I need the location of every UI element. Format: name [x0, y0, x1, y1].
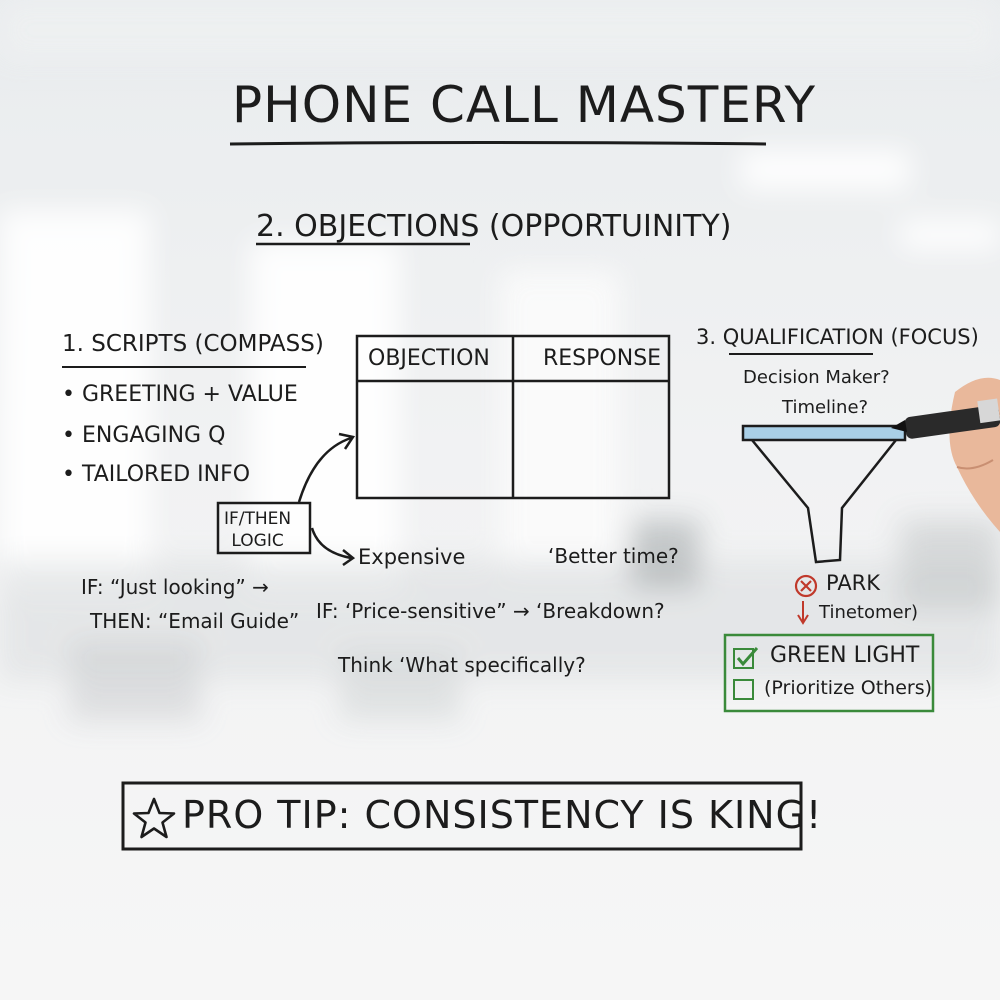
park-note: Tinetomer) [819, 602, 919, 623]
pro-tip-text: PRO TIP: CONSISTENCY IS KING! [182, 793, 823, 837]
table-header-response: RESPONSE [543, 346, 662, 371]
example-think: Think ‘What specifically? [338, 653, 586, 677]
scripts-bullet: • ENGAGING Q [62, 423, 226, 448]
title-underline [229, 141, 767, 146]
funnel-icon [741, 424, 907, 564]
x-circle-icon [794, 574, 818, 598]
qualification-underline [729, 353, 873, 355]
star-icon [132, 797, 176, 839]
example-if-looking: IF: “Just looking” → [81, 575, 269, 599]
park-label: PARK [826, 571, 881, 595]
scripts-underline [62, 366, 306, 368]
example-price-sensitive: IF: ‘Price-sensitive” → ‘Breakdown? [316, 599, 665, 623]
checkbox-empty-icon [733, 679, 754, 700]
objections-underline [256, 242, 470, 246]
prioritize-others-label: (Prioritize Others) [764, 677, 933, 699]
example-better-time: ‘Better time? [548, 544, 679, 568]
scripts-bullet: • GREETING + VALUE [62, 382, 298, 407]
checklist-box [723, 633, 935, 713]
objections-heading: 2. OBJECTIONS (OPPORTUINITY) [256, 209, 732, 244]
page-title: PHONE CALL MASTERY [232, 76, 817, 134]
marker-hand-icon [891, 377, 1000, 532]
green-light-label: GREEN LIGHT [770, 643, 920, 668]
scripts-heading: 1. SCRIPTS (COMPASS) [62, 331, 324, 357]
checkbox-checked-icon [733, 647, 759, 669]
example-expensive: Expensive [358, 545, 466, 569]
question-timeline: Timeline? [782, 397, 869, 418]
question-decision-maker: Decision Maker? [743, 367, 890, 388]
example-then-email: THEN: “Email Guide” [90, 609, 300, 633]
down-arrow-icon [797, 601, 809, 625]
qualification-heading: 3. QUALIFICATION (FOCUS) [696, 325, 979, 349]
if-then-logic-label: IF/THEN LOGIC [224, 509, 292, 551]
scripts-bullet: • TAILORED INFO [62, 462, 251, 487]
logic-arrows [216, 432, 356, 567]
pro-tip-box [121, 781, 803, 851]
table-header-objection: OBJECTION [368, 346, 490, 371]
objection-response-table [355, 334, 671, 500]
